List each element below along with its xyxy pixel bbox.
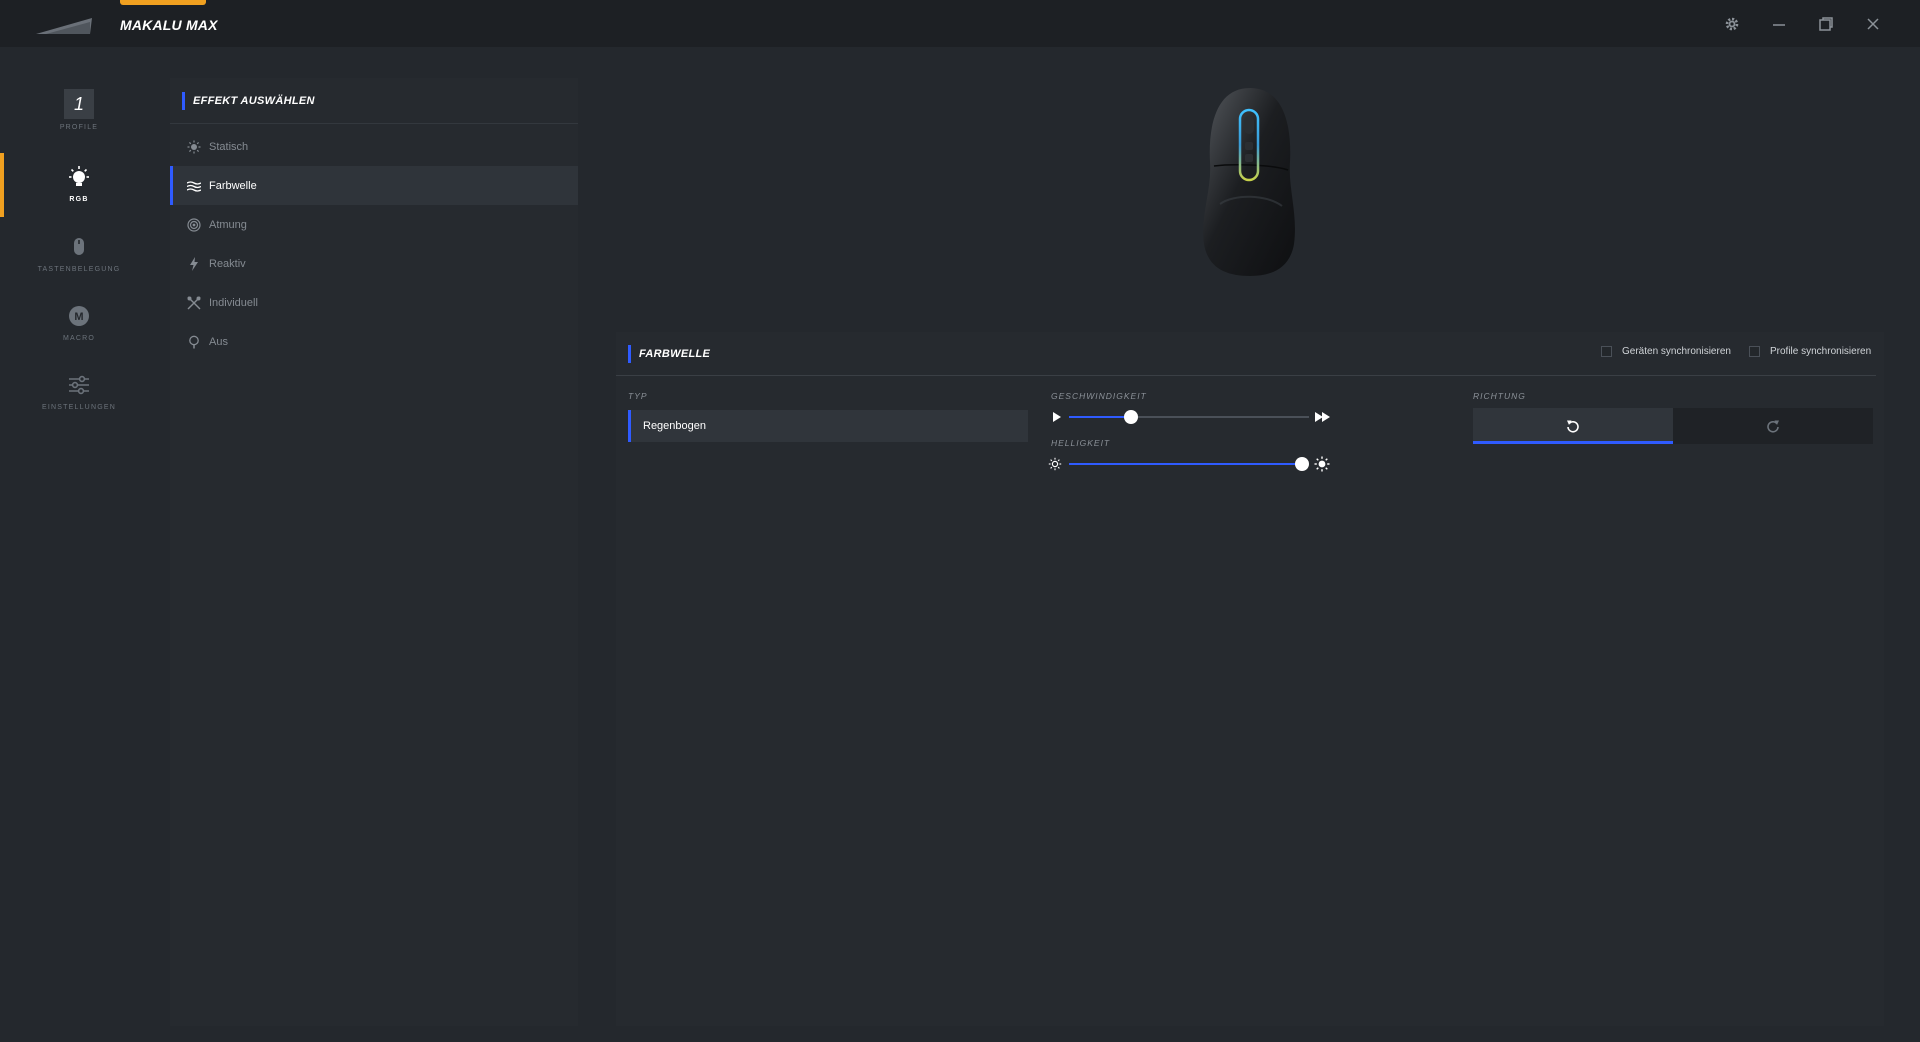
wave-icon	[186, 178, 202, 194]
effect-panel-title: EFFEKT AUSWÄHLEN	[193, 94, 315, 107]
lightning-icon	[186, 256, 202, 272]
effect-label-reaktiv: Reaktiv	[209, 257, 246, 270]
speed-slider-track[interactable]	[1069, 416, 1309, 418]
header-accent-bar	[182, 91, 185, 110]
settings-panel-title: FARBWELLE	[639, 347, 711, 360]
nav-label-profile: PROFILE	[59, 124, 99, 131]
sun-static-icon	[186, 139, 202, 155]
svg-text:M: M	[74, 311, 83, 323]
play-slow-icon	[1049, 409, 1065, 425]
bulb-icon	[69, 166, 89, 186]
type-value: Regenbogen	[643, 420, 707, 432]
effect-label-farbwelle: Farbwelle	[209, 179, 257, 192]
left-navigation: 1 PROFILE RGB TASTENBELEGUNG M MACRO	[0, 47, 158, 1042]
type-label: TYP	[628, 391, 648, 401]
effect-panel: EFFEKT AUSWÄHLEN Statisch Farbwelle Atmu…	[170, 78, 578, 1026]
settings-gear-icon[interactable]	[1721, 13, 1743, 35]
effect-item-atmung[interactable]: Atmung	[170, 205, 578, 244]
brightness-slider-fill	[1069, 463, 1302, 465]
sync-profiles-checkbox-box[interactable]	[1749, 346, 1760, 357]
brightness-label: HELLIGKEIT	[1051, 438, 1111, 448]
sync-devices-checkbox-box[interactable]	[1601, 346, 1612, 357]
farbwelle-settings-panel: FARBWELLE Geräten synchronisieren Profil…	[616, 332, 1884, 1026]
direction-toggle-group	[1473, 408, 1873, 444]
effect-item-farbwelle[interactable]: Farbwelle	[170, 166, 578, 205]
mouse-preview-image	[1203, 88, 1295, 276]
direction-clockwise-button[interactable]	[1673, 408, 1873, 444]
rotate-cw-icon	[1767, 420, 1779, 433]
nav-item-tastenbelegung[interactable]: TASTENBELEGUNG	[0, 235, 158, 299]
brightness-high-icon	[1314, 456, 1330, 472]
sync-profiles-checkbox[interactable]: Profile synchronisieren	[1749, 346, 1871, 357]
nav-item-rgb[interactable]: RGB	[0, 165, 158, 229]
app-title: MAKALU MAX	[120, 17, 218, 33]
effect-item-individuell[interactable]: Individuell	[170, 283, 578, 322]
direction-label: RICHTUNG	[1473, 391, 1526, 401]
restore-icon[interactable]	[1815, 13, 1837, 35]
minimize-icon[interactable]	[1768, 13, 1790, 35]
direction-counterclockwise-button[interactable]	[1473, 408, 1673, 444]
speed-label: GESCHWINDIGKEIT	[1051, 391, 1147, 401]
profile-number: 1	[64, 89, 94, 119]
nav-label-rgb: RGB	[69, 196, 89, 203]
effect-item-reaktiv[interactable]: Reaktiv	[170, 244, 578, 283]
effect-panel-header: EFFEKT AUSWÄHLEN	[170, 78, 578, 124]
settings-panel-header: FARBWELLE	[616, 332, 1876, 376]
effect-label-aus: Aus	[209, 335, 228, 348]
effect-item-aus[interactable]: Aus	[170, 322, 578, 361]
effect-label-individuell: Individuell	[209, 296, 258, 309]
macro-m-icon: M	[69, 306, 89, 326]
brightness-low-icon	[1047, 456, 1063, 472]
speed-slider-fill	[1069, 416, 1132, 418]
speed-slider-thumb[interactable]	[1124, 410, 1139, 424]
brand-logo-icon	[36, 18, 92, 34]
nav-active-indicator	[0, 153, 4, 217]
sync-devices-checkbox[interactable]: Geräten synchronisieren	[1601, 346, 1731, 357]
brightness-slider-thumb[interactable]	[1294, 457, 1309, 471]
nav-label-einstellungen: EINSTELLUNGEN	[42, 404, 116, 411]
sliders-icon	[69, 375, 89, 395]
nav-item-macro[interactable]: M MACRO	[0, 304, 158, 368]
title-accent-bar	[120, 0, 206, 5]
sync-devices-label: Geräten synchronisieren	[1622, 346, 1731, 357]
fast-forward-icon	[1315, 409, 1331, 425]
sync-profiles-label: Profile synchronisieren	[1770, 346, 1872, 357]
bulb-off-icon	[186, 334, 202, 350]
speed-slider[interactable]	[1049, 407, 1339, 427]
effect-item-statisch[interactable]: Statisch	[170, 127, 578, 166]
close-icon[interactable]	[1862, 13, 1884, 35]
type-select[interactable]: Regenbogen	[628, 410, 1028, 442]
rotate-ccw-icon	[1567, 420, 1579, 433]
custom-tools-icon	[186, 295, 202, 311]
effect-label-statisch: Statisch	[209, 140, 249, 153]
nav-item-einstellungen[interactable]: EINSTELLUNGEN	[0, 373, 158, 437]
breathing-icon	[186, 217, 202, 233]
title-bar: MAKALU MAX	[0, 0, 1920, 47]
effect-label-atmung: Atmung	[209, 218, 247, 231]
nav-label-tastenbelegung: TASTENBELEGUNG	[37, 266, 121, 273]
nav-item-profile[interactable]: 1 PROFILE	[0, 89, 158, 153]
mouse-icon	[74, 238, 84, 255]
settings-header-accent-bar	[628, 344, 631, 363]
nav-label-macro: MACRO	[62, 335, 96, 342]
brightness-slider[interactable]	[1047, 454, 1339, 474]
